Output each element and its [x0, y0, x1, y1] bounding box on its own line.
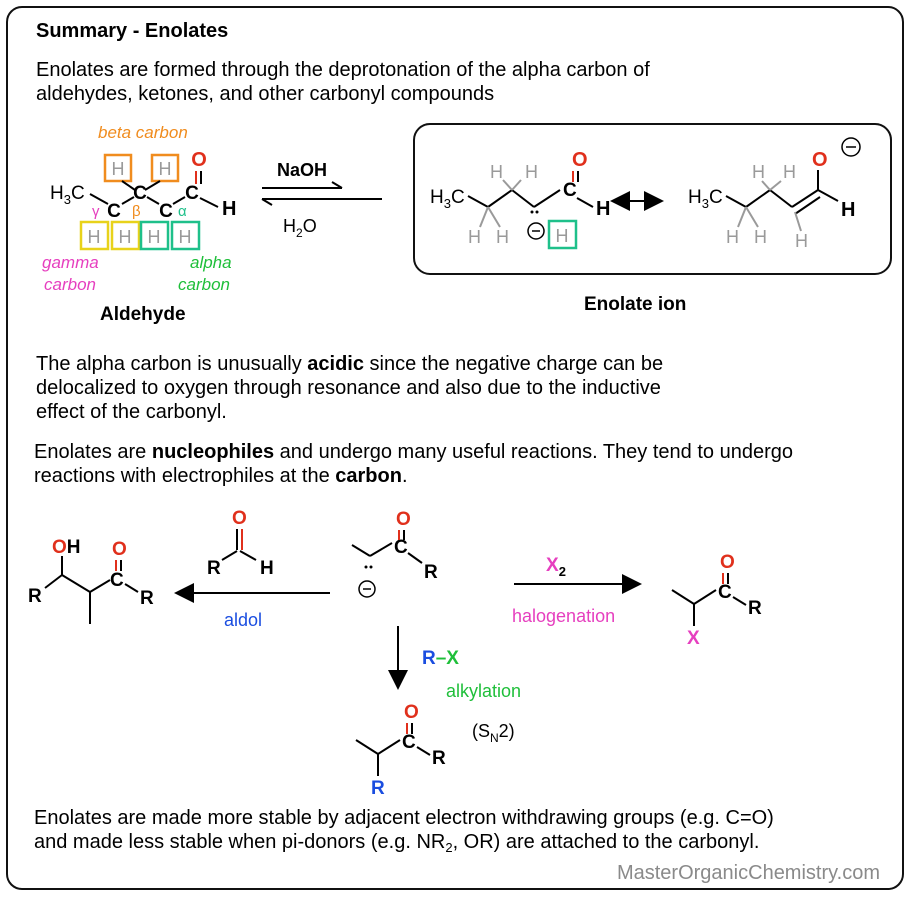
svg-text:O: O: [396, 509, 411, 530]
alpha-symbol: α: [178, 203, 187, 220]
gamma-label-1: gamma: [42, 253, 99, 272]
alpha-label-2: carbon: [178, 275, 230, 294]
beta-h-1: H: [112, 159, 125, 179]
h2o-label: H2O: [283, 216, 317, 240]
svg-text:R: R: [371, 778, 385, 799]
alpha-c: C: [159, 201, 173, 222]
h3c-label: H3C: [50, 183, 85, 207]
enolate-c: C: [563, 180, 577, 201]
aldol-label: aldol: [224, 610, 262, 630]
gray-h: H: [525, 162, 538, 182]
nucleophiles-keyword: nucleophiles: [151, 441, 275, 463]
enolate-box: [413, 123, 892, 275]
enolate-name: Enolate ion: [584, 294, 686, 315]
summary-frame: [6, 6, 904, 890]
intro-line-1: Enolates are formed through the deproton…: [36, 59, 650, 81]
gray-h: H: [752, 162, 765, 182]
svg-text:O: O: [232, 508, 247, 529]
acidity-line-1: The alpha carbon is unusually acidic sin…: [36, 353, 664, 375]
stability-line-2: and made less stable when pi-donors (e.g…: [34, 831, 760, 855]
svg-text:C: C: [718, 582, 732, 603]
acidity-line-2: delocalized to oxygen through resonance …: [36, 377, 661, 399]
gray-h: H: [490, 162, 503, 182]
svg-text:O: O: [112, 539, 127, 560]
svg-text:H: H: [260, 558, 274, 579]
svg-text:X2: X2: [546, 555, 566, 579]
aldehyde-name: Aldehyde: [100, 304, 186, 325]
halogenation-label: halogenation: [512, 606, 615, 626]
gamma-c: C: [107, 201, 121, 222]
beta-c: C: [133, 183, 147, 204]
enolate-h3c: H3C: [430, 187, 465, 211]
svg-text:R–X: R–X: [422, 648, 459, 669]
alpha-h-1: H: [148, 227, 161, 247]
enolate2-h: H: [841, 199, 855, 221]
svg-text:R: R: [748, 598, 762, 619]
svg-text:C: C: [110, 570, 124, 591]
gamma-h-2: H: [119, 227, 132, 247]
svg-text:R: R: [424, 562, 438, 583]
gray-h: H: [496, 227, 509, 247]
gamma-label-2: carbon: [44, 275, 96, 294]
carbon-keyword: carbon: [335, 465, 402, 487]
svg-text:C: C: [394, 537, 408, 558]
svg-text:C: C: [402, 732, 416, 753]
aldehyde-h: H: [222, 198, 236, 220]
intro-line-2: aldehydes, ketones, and other carbonyl c…: [36, 83, 495, 105]
stability-line-1: Enolates are made more stable by adjacen…: [34, 807, 774, 829]
svg-text:R: R: [140, 588, 154, 609]
carbonyl-o: O: [191, 149, 207, 171]
alkylation-label: alkylation: [446, 681, 521, 701]
alpha-h-2: H: [179, 227, 192, 247]
watermark: MasterOrganicChemistry.com: [616, 862, 880, 884]
nucleophile-line-1: Enolates are nucleophiles and undergo ma…: [34, 441, 793, 463]
sn2-label: (SN2): [472, 721, 515, 745]
page-title: Summary - Enolates: [36, 20, 229, 42]
acidic-keyword: acidic: [307, 353, 364, 375]
svg-text:O: O: [404, 702, 419, 723]
naoh-label: NaOH: [277, 160, 327, 180]
aldehyde-structure: beta carbon H H H3C C C C C O H γ β α H …: [42, 123, 236, 325]
gamma-h-1: H: [88, 227, 101, 247]
gray-h: H: [783, 162, 796, 182]
beta-h-box-1: [103, 153, 133, 183]
gray-h: H: [468, 227, 481, 247]
beta-h-2: H: [159, 159, 172, 179]
gray-h: H: [754, 227, 767, 247]
beta-carbon-label: beta carbon: [98, 123, 188, 142]
reactions: C O R aldol O R H OH R C O R X2 halogena: [28, 508, 762, 799]
gamma-symbol: γ: [92, 203, 100, 220]
svg-text:R: R: [207, 558, 221, 579]
enolate2-o: O: [812, 149, 828, 171]
beta-h-box-2: [150, 153, 180, 183]
gray-h: H: [795, 231, 808, 251]
aldol-oh: OH: [52, 537, 81, 558]
svg-text:X: X: [687, 628, 700, 649]
acidity-line-3: effect of the carbonyl.: [36, 401, 227, 423]
beta-symbol: β: [132, 203, 141, 220]
enolate-h: H: [596, 198, 610, 220]
gray-h: H: [556, 226, 569, 246]
enolate-structures: H3C C O H H H H H H H3C O: [430, 137, 861, 251]
enolate2-h3c: H3C: [688, 187, 723, 211]
alpha-label-1: alpha: [190, 253, 232, 272]
enolate-o: O: [572, 149, 588, 171]
carbonyl-c: C: [185, 183, 199, 204]
svg-text:R: R: [432, 748, 446, 769]
svg-text:O: O: [720, 552, 735, 573]
equilibrium-arrows: NaOH H2O: [261, 160, 382, 240]
svg-text:R: R: [28, 586, 42, 607]
gray-h: H: [726, 227, 739, 247]
nucleophile-line-2: reactions with electrophiles at the carb…: [34, 465, 408, 487]
